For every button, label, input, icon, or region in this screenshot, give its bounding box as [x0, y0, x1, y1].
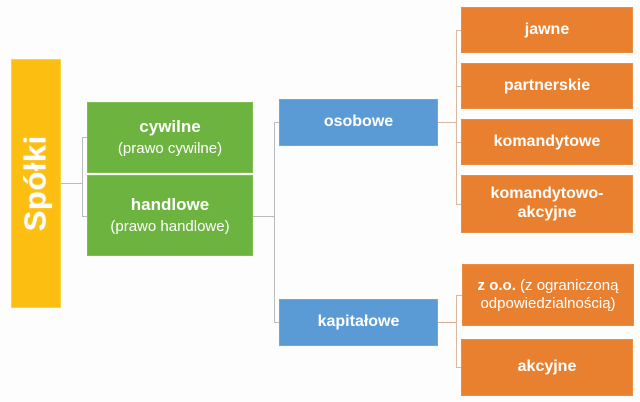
node-spolki[interactable]: Spółki [12, 60, 60, 307]
node-komandytowe-label: komandytowe [493, 132, 601, 150]
connector-root-branch-down [82, 183, 83, 216]
connector-to-komandytowe [456, 142, 463, 143]
connector-kapitalowe-branch-down [456, 322, 457, 367]
node-z-oo-line2: odpowiedzialnością) [480, 295, 616, 312]
node-akcyjne[interactable]: akcyjne [462, 340, 632, 395]
connector-osobowe-branch-down [456, 122, 457, 204]
node-z-oo-rest1: (z ograniczoną [515, 277, 619, 295]
node-komandytowo-akcyjne[interactable]: komandytowo-akcyjne [462, 176, 632, 232]
node-z-oo-abbrev: z o.o. [477, 277, 516, 295]
connector-to-zoo [456, 295, 464, 296]
connector-blue-branch-down [274, 216, 275, 323]
node-osobowe-label: osobowe [323, 113, 394, 131]
node-handlowe[interactable]: handlowe (prawo handlowe) [88, 176, 252, 255]
connector-osobowe-stem [437, 122, 456, 123]
connector-to-handlowe [82, 216, 89, 217]
connector-handlowe-stem [252, 216, 274, 217]
node-cywilne[interactable]: cywilne (prawo cywilne) [88, 103, 252, 172]
node-jawne-label: jawne [524, 20, 570, 38]
connector-to-cywilne [82, 137, 89, 138]
node-cywilne-title: cywilne [139, 117, 201, 137]
connector-to-komandytowo-akcyjne [456, 204, 463, 205]
connector-to-partnerskie [456, 86, 463, 87]
node-komandytowe[interactable]: komandytowe [462, 120, 632, 164]
node-komandytowo-akcyjne-label: komandytowo-akcyjne [490, 185, 604, 221]
node-z-oo[interactable]: z o.o. (z ograniczoną odpowiedzialnością… [463, 265, 633, 325]
connector-to-kapitalowe [274, 322, 281, 323]
node-z-oo-line1: z o.o. (z ograniczoną [478, 277, 619, 295]
node-partnerskie[interactable]: partnerskie [462, 64, 632, 108]
node-partnerskie-label: partnerskie [503, 76, 591, 94]
connector-osobowe-branch-up [456, 30, 457, 122]
node-kapitalowe-label: kapitałowe [317, 313, 400, 331]
connector-to-osobowe [274, 122, 281, 123]
connector-root-stem [60, 183, 82, 184]
connector-kapitalowe-stem [437, 322, 456, 323]
node-handlowe-title: handlowe [130, 195, 210, 215]
connector-kapitalowe-branch-up [456, 295, 457, 322]
node-akcyjne-label: akcyjne [517, 358, 577, 376]
node-jawne[interactable]: jawne [462, 8, 632, 52]
node-cywilne-subtitle: (prawo cywilne) [117, 140, 223, 158]
node-handlowe-subtitle: (prawo handlowe) [110, 218, 230, 236]
node-kapitalowe[interactable]: kapitałowe [280, 300, 437, 345]
connector-to-akcyjne [456, 367, 463, 368]
connector-blue-branch-up [274, 122, 275, 217]
connector-root-branch-up [82, 137, 83, 184]
node-spolki-label: Spółki [17, 135, 53, 232]
connector-to-jawne [456, 30, 463, 31]
node-osobowe[interactable]: osobowe [280, 100, 437, 145]
